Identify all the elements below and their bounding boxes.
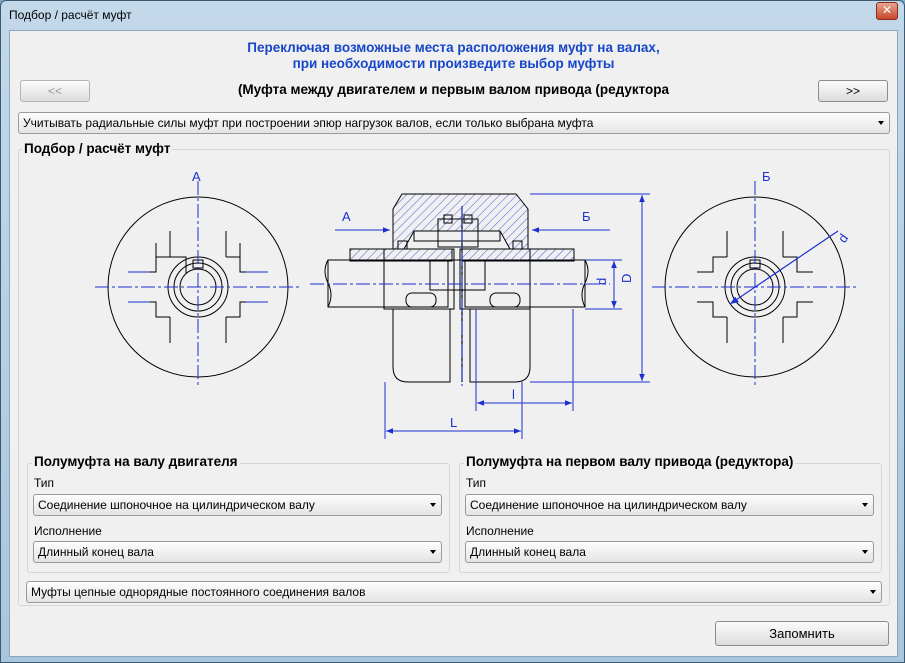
window-title: Подбор / расчёт муфт xyxy=(9,8,132,22)
motor-type-value: Соединение шпоночное на цилиндрическом в… xyxy=(38,498,315,512)
arrow-b-label: Б xyxy=(582,209,591,224)
coupling-type-select[interactable]: Муфты цепные однорядные постоянного соед… xyxy=(26,581,882,603)
instruction-line-2: при необходимости произведите выбор муфт… xyxy=(292,56,615,71)
chevron-down-icon xyxy=(878,121,884,125)
left-end-view-centerlines xyxy=(95,181,300,386)
drive-type-value: Соединение шпоночное на цилиндрическом в… xyxy=(470,498,747,512)
selection-group xyxy=(18,149,890,606)
motor-execution-select[interactable]: Длинный конец вала xyxy=(33,541,442,563)
drive-half-title: Полумуфта на первом валу привода (редукт… xyxy=(464,454,796,469)
dialog-body: Переключая возможные места расположения … xyxy=(9,30,898,657)
save-button[interactable]: Запомнить xyxy=(715,621,889,646)
radial-forces-select[interactable]: Учитывать радиальные силы муфт при постр… xyxy=(18,112,890,134)
arrow-a-label: А xyxy=(342,209,351,224)
chevron-down-icon xyxy=(430,503,436,507)
dimension-lines xyxy=(384,193,650,439)
motor-half-title: Полумуфта на валу двигателя xyxy=(32,454,240,469)
chevron-down-icon xyxy=(862,503,868,507)
drive-execution-label: Исполнение xyxy=(466,524,534,538)
drive-type-select[interactable]: Соединение шпоночное на цилиндрическом в… xyxy=(465,494,874,516)
dimension-l-small-label: l xyxy=(512,387,515,402)
chevron-down-icon xyxy=(430,550,436,554)
section-a-label: А xyxy=(192,169,201,184)
motor-execution-label: Исполнение xyxy=(34,524,102,538)
previous-location-button[interactable]: << xyxy=(20,80,90,102)
right-end-view-centerlines xyxy=(652,181,858,386)
right-diameter-leader xyxy=(729,230,839,305)
title-bar: Подбор / расчёт муфт ✕ xyxy=(1,1,904,29)
motor-execution-value: Длинный конец вала xyxy=(38,545,154,559)
motor-type-select[interactable]: Соединение шпоночное на цилиндрическом в… xyxy=(33,494,442,516)
current-coupling-location: (Муфта между двигателем и первым валом п… xyxy=(237,82,670,97)
coupling-drawing: А Б d xyxy=(95,169,858,439)
instruction-text: Переключая возможные места расположения … xyxy=(10,40,897,72)
dimension-l-big-label: L xyxy=(450,415,457,430)
dimension-d-small-label: d xyxy=(594,278,609,285)
motor-type-label: Тип xyxy=(34,476,55,490)
drive-type-label: Тип xyxy=(466,476,487,490)
section-b-label: Б xyxy=(762,169,771,184)
instruction-line-1: Переключая возможные места расположения … xyxy=(247,40,660,55)
coupling-type-value: Муфты цепные однорядные постоянного соед… xyxy=(31,585,366,599)
dimension-d-big-label: D xyxy=(619,274,634,283)
selection-group-title: Подбор / расчёт муфт xyxy=(22,141,173,156)
drive-execution-select[interactable]: Длинный конец вала xyxy=(465,541,874,563)
coupling-section-centerlines xyxy=(310,206,610,386)
drive-execution-value: Длинный конец вала xyxy=(470,545,586,559)
radial-forces-select-value: Учитывать радиальные силы муфт при постр… xyxy=(23,116,594,130)
chevron-down-icon xyxy=(870,590,876,594)
chevron-down-icon xyxy=(862,550,868,554)
close-button[interactable]: ✕ xyxy=(876,2,898,20)
right-diameter-label: d xyxy=(835,231,851,246)
coupling-section-view xyxy=(324,193,589,383)
next-location-button[interactable]: >> xyxy=(818,80,888,102)
